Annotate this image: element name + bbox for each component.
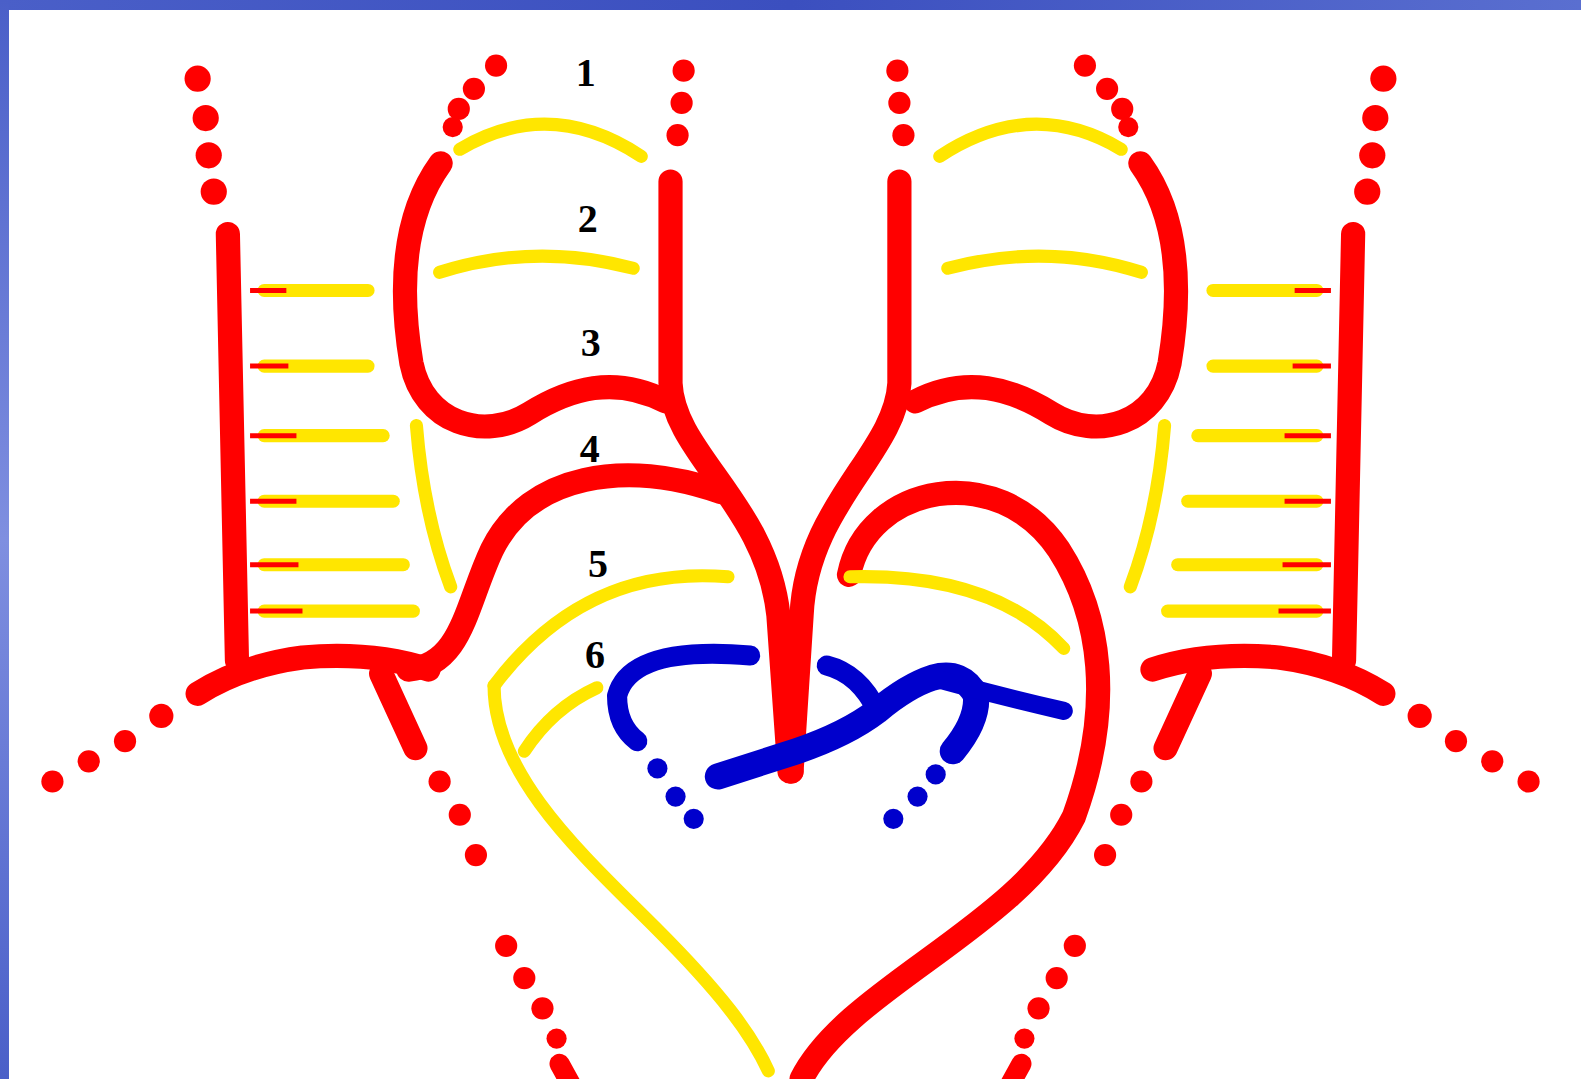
callout-number: 6 bbox=[585, 635, 605, 675]
callout-number: 5 bbox=[588, 544, 608, 584]
frame-band bbox=[0, 0, 1581, 10]
callout-number: 4 bbox=[580, 429, 600, 469]
callout-number: 1 bbox=[576, 53, 596, 93]
callout-number: 2 bbox=[578, 199, 598, 239]
callout-number: 3 bbox=[581, 323, 601, 363]
frame-band bbox=[0, 0, 9, 1079]
